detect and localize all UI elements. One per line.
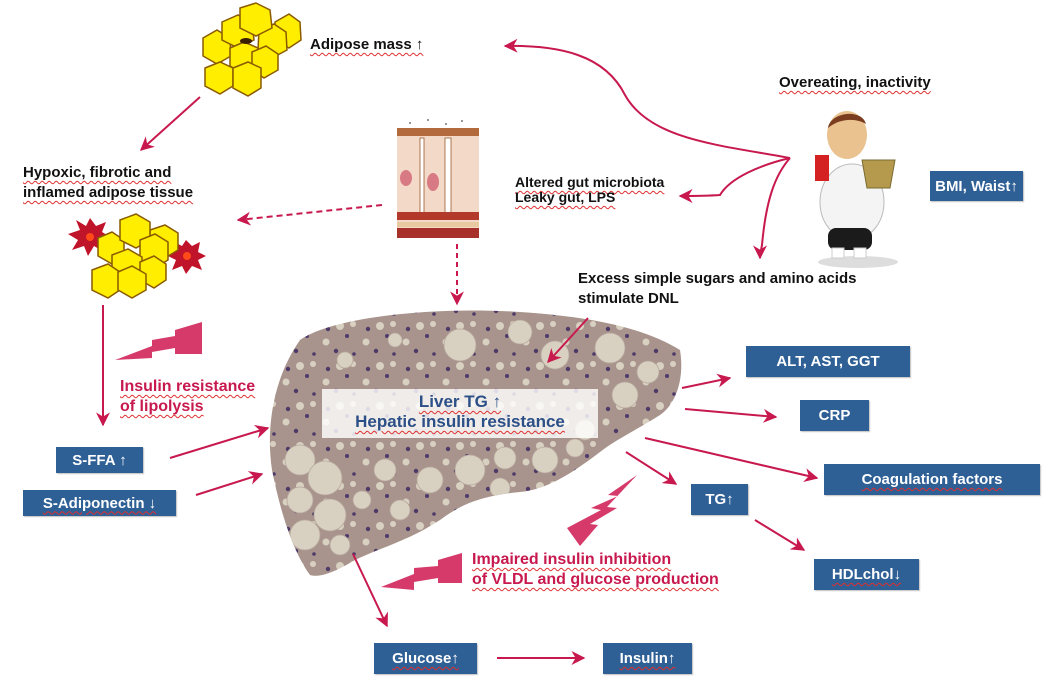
arrow-adipose-to-inflamed: [139, 96, 201, 151]
box-sffa-label: S-FFA ↑: [72, 451, 127, 469]
box-glucose: Glucose↑: [374, 643, 477, 674]
box-crp-label: CRP: [818, 407, 851, 424]
label-excess-line2: stimulate DNL: [578, 290, 679, 307]
lightning-bolt-icons: [115, 322, 637, 590]
box-insulin-label: Insulin↑: [619, 650, 676, 667]
adipocyte-cluster-illustration: [202, 2, 302, 97]
arrow-liver-to-coag: [644, 437, 819, 482]
arrow-liver-to-crp: [684, 408, 778, 423]
label-excess-line1: Excess simple sugars and amino acids: [578, 270, 857, 287]
liver-label: Liver TG ↑ Hepatic insulin resistance: [322, 389, 598, 438]
box-s-adiponectin: S-Adiponectin ↓: [23, 490, 176, 516]
liver-histology-illustration: [269, 310, 682, 576]
overeating-person-illustration: [815, 111, 898, 268]
arrow-sffa-to-liver: [169, 424, 270, 459]
label-hypoxic-line1: Hypoxic, fibrotic and: [23, 164, 172, 181]
label-liver-tg: Liver TG ↑: [418, 392, 502, 411]
box-tg-label: TG↑: [705, 491, 734, 508]
label-hypoxic-line2: inflamed adipose tissue: [23, 184, 194, 201]
box-coag-label: Coagulation factors: [861, 471, 1003, 488]
lightning-liver-icon: [567, 475, 637, 546]
arrow-liver-to-alt: [681, 373, 732, 389]
label-gut-line2: Leaky gut, LPS: [515, 189, 616, 205]
arrow-liver-to-glucose: [352, 553, 388, 628]
arrow-tg-to-hdl: [754, 519, 806, 551]
box-coagulation: Coagulation factors: [824, 464, 1040, 495]
lightning-vldl-icon: [381, 553, 462, 590]
box-crp: CRP: [800, 400, 869, 431]
label-ir-lipolysis-line2: of lipolysis: [120, 398, 204, 415]
label-ir-lipolysis-line1: Insulin resistance: [120, 378, 256, 395]
arrows: [96, 38, 819, 665]
arrow-gut-to-inflamed: [236, 204, 383, 226]
box-bmi-waist: BMI, Waist↑: [930, 171, 1023, 201]
gut-epithelium-illustration: [397, 119, 479, 238]
inflamed-adipose-illustration: [68, 213, 206, 299]
box-insulin: Insulin↑: [603, 643, 692, 674]
box-hdlchol: HDLchol↓: [814, 559, 919, 590]
arrow-to-adipose-mass: [503, 38, 791, 159]
lightning-lipolysis-icon: [115, 322, 202, 360]
box-glucose-label: Glucose↑: [392, 650, 459, 667]
box-hdl-label: HDLchol↓: [831, 566, 902, 583]
label-impaired-line2: of VLDL and glucose production: [472, 571, 719, 588]
label-hepatic-ir: Hepatic insulin resistance: [355, 412, 565, 431]
box-alt-ast-ggt: ALT, AST, GGT: [746, 346, 910, 377]
arrow-liver-to-tg: [625, 451, 678, 485]
arrow-to-excess-sugars: [753, 157, 791, 260]
box-tg: TG↑: [691, 484, 748, 515]
box-sadipo-label: S-Adiponectin ↓: [42, 494, 157, 512]
label-impaired-line1: Impaired insulin inhibition: [472, 551, 672, 568]
label-gut-line1: Altered gut microbiota: [515, 174, 665, 190]
label-adipose-mass: Adipose mass ↑: [310, 36, 424, 53]
arrow-dnl-to-liver: [547, 317, 589, 364]
box-bmi-label: BMI, Waist↑: [935, 177, 1018, 195]
box-alt-label: ALT, AST, GGT: [776, 353, 880, 370]
arrow-to-gut: [678, 157, 791, 203]
box-sffa: S-FFA ↑: [56, 447, 143, 473]
label-overeating: Overeating, inactivity: [779, 74, 931, 91]
arrow-adipo-to-liver: [195, 471, 264, 496]
